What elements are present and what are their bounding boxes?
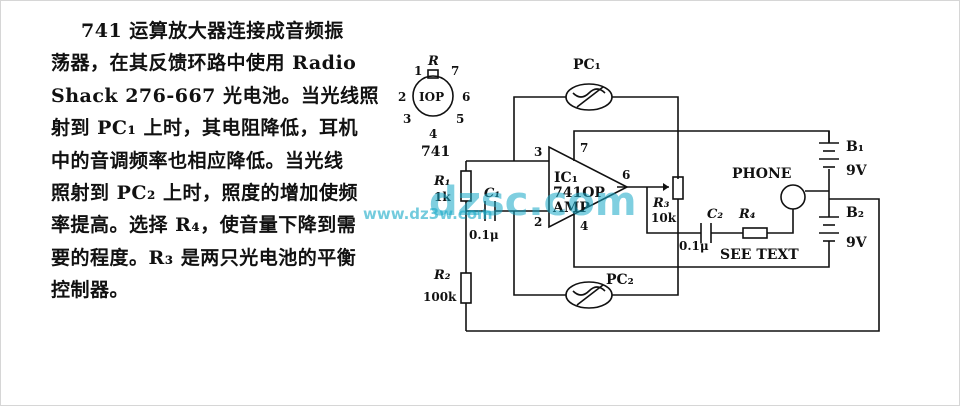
pinout-center-label: IOP — [419, 90, 444, 104]
wire — [767, 209, 794, 234]
b2-label: B₂ — [846, 205, 864, 221]
pin-6-number: 6 — [622, 168, 630, 182]
r2-body — [460, 272, 472, 304]
b1-label: B₁ — [846, 139, 864, 155]
watermark-small: www.dz3w.com — [363, 205, 493, 223]
ic1-amp-label: AMP — [552, 200, 590, 216]
photocell-pc2: PC₂ — [565, 272, 634, 309]
pc1-arrow — [576, 86, 604, 108]
wire — [646, 187, 701, 234]
c2-label: C₂ — [707, 207, 723, 222]
r2-value: 100k — [423, 290, 457, 304]
pinout-body — [412, 75, 454, 117]
pin-6-label: 6 — [462, 90, 470, 104]
wire — [612, 199, 679, 296]
resistor-r1: R₁ 1k — [433, 170, 472, 204]
description-line: 中的音调频率也相应降低。当光线 — [51, 149, 344, 172]
opamp-triangle — [548, 145, 629, 229]
description-line: 射到 PC₁ 上时，其电阻降低，耳机 — [51, 117, 358, 140]
resistor-r4: R₄ SEE TEXT — [720, 207, 799, 263]
r2-label: R₂ — [433, 268, 451, 283]
wire — [466, 198, 880, 332]
description-line: 控制器。 — [51, 279, 130, 302]
opamp-ic1: IC₁ 741OP AMP 3 2 7 6 4 — [534, 141, 630, 233]
pin-4-number: 4 — [580, 219, 588, 233]
c1-value: 0.1μ — [469, 228, 499, 242]
pc1-body — [565, 83, 613, 111]
c2-value: 0.1μ — [679, 239, 709, 253]
pin-5-label: 5 — [456, 112, 464, 126]
pin-4-label: 4 — [429, 127, 437, 141]
wire — [612, 96, 679, 179]
pin-1-label: 1 — [414, 64, 422, 78]
description-line: 741 运算放大器连接成音频振 — [81, 20, 344, 42]
pc1-element — [572, 88, 606, 98]
pc2-label: PC₂ — [606, 272, 634, 288]
description-line: Shack 276-667 光电池。当光线照 — [51, 84, 380, 107]
description-line: 要的程度。R₃ 是两只光电池的平衡 — [51, 246, 357, 269]
description-line: 率提高。选择 R₄，使音量下降到需 — [51, 214, 357, 237]
r4-label: R₄ — [738, 207, 756, 222]
watermark: dzsc.com www.dz3w.com — [363, 179, 637, 225]
description-line: 照射到 PC₂ 上时，照度的增加使频 — [51, 182, 358, 205]
pinout-notch — [427, 69, 439, 79]
pin-2-number: 2 — [534, 215, 542, 229]
capacitor-c2: C₂ 0.1μ — [679, 207, 723, 253]
pc2-arrow — [576, 284, 604, 306]
description-text: 741 运算放大器连接成音频振 荡器，在其反馈环路中使用 Radio Shack… — [51, 15, 380, 307]
capacitor-c1: C₁ 0.1μ — [469, 186, 500, 242]
pc2-body — [565, 281, 613, 309]
battery-b2: B₂ 9V — [819, 205, 868, 251]
r3-body — [672, 176, 684, 200]
wire — [573, 211, 830, 268]
phone-label: PHONE — [732, 166, 791, 182]
phone-earpiece: PHONE — [732, 166, 806, 210]
photocell-pc1: PC₁ — [565, 57, 613, 111]
phone-body — [780, 184, 806, 210]
b2-value: 9V — [846, 235, 868, 251]
c1-label: C₁ — [484, 186, 500, 201]
r3-value: 10k — [651, 211, 677, 225]
pin-3-number: 3 — [534, 145, 542, 159]
see-text-label: SEE TEXT — [720, 247, 799, 263]
pc1-label: PC₁ — [573, 57, 601, 73]
pin-7-number: 7 — [580, 141, 588, 155]
pin-7-label: 7 — [451, 64, 459, 78]
wire — [513, 96, 566, 161]
r1-label: R₁ — [433, 174, 451, 189]
wire — [573, 130, 830, 161]
resistor-r2: R₂ 100k — [423, 268, 472, 304]
watermark-main: dzsc.com — [429, 179, 637, 225]
description-line: 荡器，在其反馈环路中使用 Radio — [51, 52, 357, 75]
pinout-r-label: R — [427, 54, 439, 69]
r3-wiper — [663, 183, 669, 191]
pinout-chip-label: 741 — [421, 144, 450, 160]
r4-body — [742, 227, 768, 239]
pc2-element — [572, 286, 606, 296]
r1-body — [460, 170, 472, 202]
wire — [513, 211, 566, 296]
r1-value: 1k — [434, 190, 451, 204]
ic-pinout: R 1 2 3 4 5 6 7 IOP 741 — [398, 54, 470, 160]
pin-2-label: 2 — [398, 90, 406, 104]
ic1-label: IC₁ — [554, 170, 578, 186]
potentiometer-r3: R₃ 10k — [651, 176, 684, 225]
ic1-type-label: 741OP — [553, 185, 605, 201]
b1-value: 9V — [846, 163, 868, 179]
r3-label: R₃ — [652, 196, 670, 211]
pin-3-label: 3 — [403, 112, 411, 126]
battery-b1: B₁ 9V — [819, 131, 868, 179]
